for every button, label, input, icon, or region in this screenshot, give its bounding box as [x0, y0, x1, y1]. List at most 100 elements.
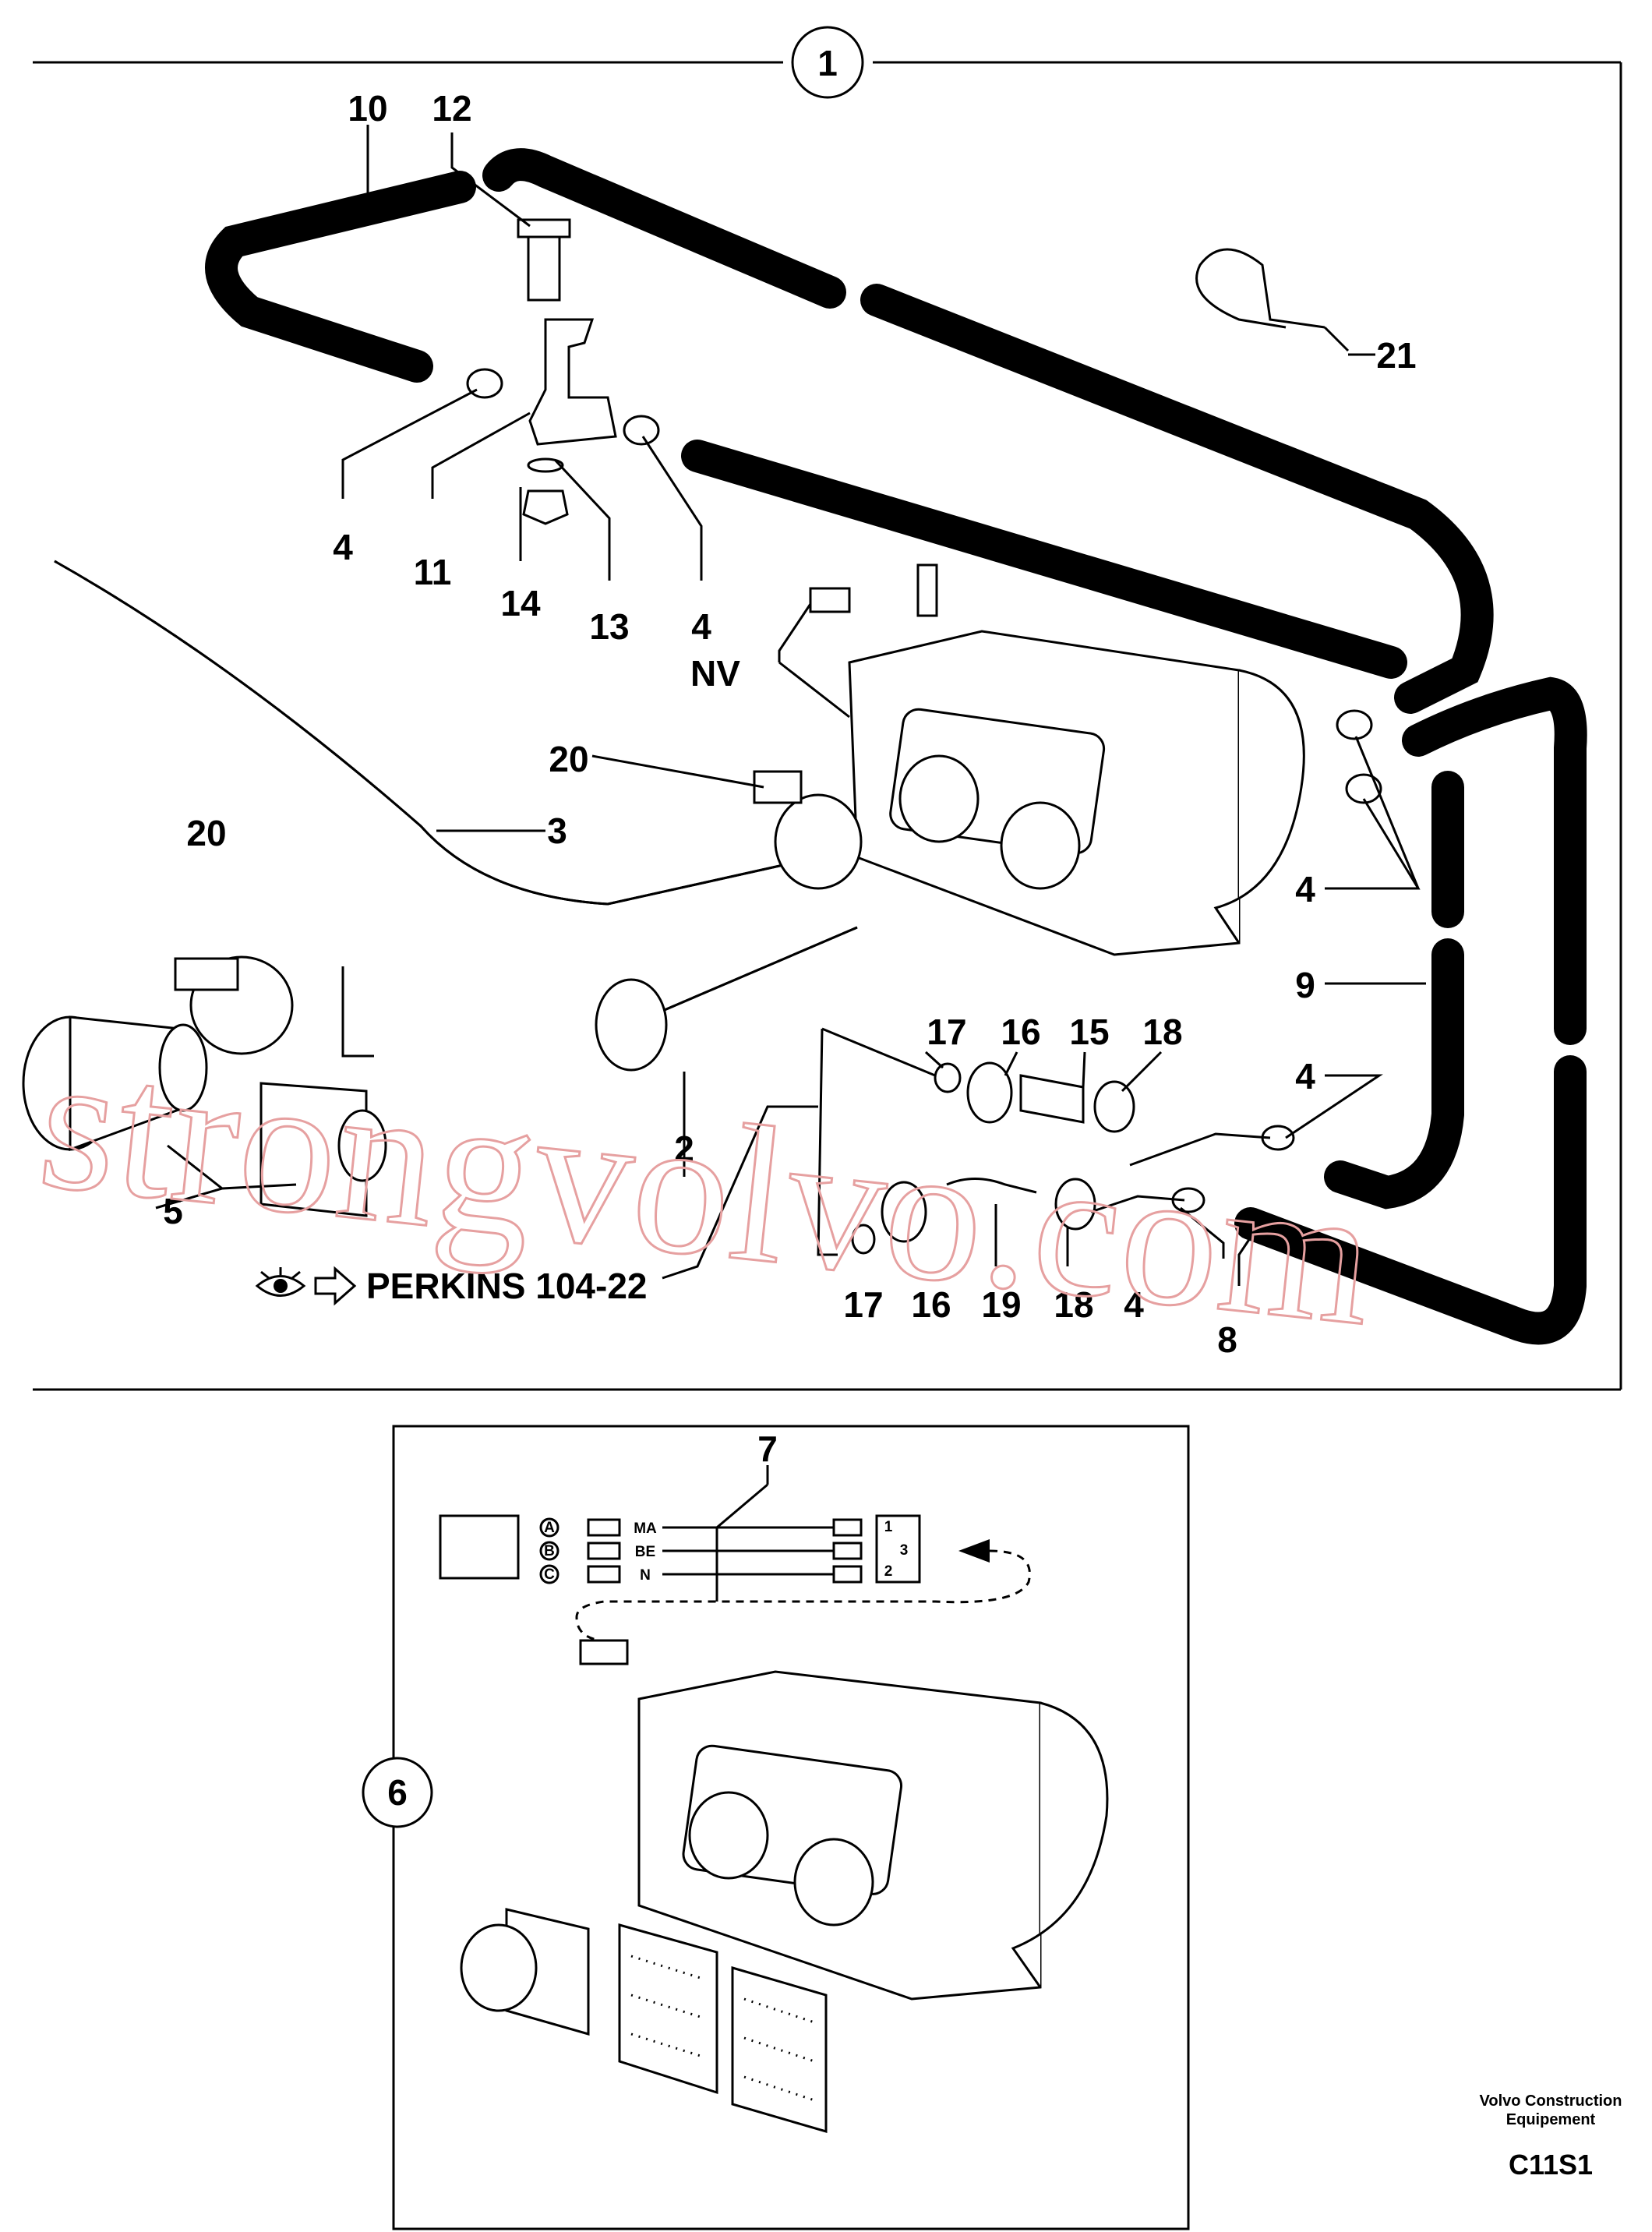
clamp-4e	[466, 368, 503, 399]
hose-8	[1234, 1055, 1587, 1345]
main-frame: 1	[33, 26, 1622, 1391]
clamp-4d	[1345, 773, 1382, 804]
callout-4-e: 4	[1124, 1284, 1144, 1325]
callout-4-d: 4	[1295, 1056, 1315, 1097]
callout-8: 8	[1217, 1319, 1237, 1360]
callout-3: 3	[547, 811, 567, 851]
wire-n: N	[640, 1567, 651, 1584]
heater-unit	[809, 563, 1305, 956]
letter-a: A	[544, 1520, 555, 1536]
hose-10b	[482, 148, 846, 309]
callout-12: 12	[432, 88, 471, 129]
section-6-marker	[362, 1757, 433, 1828]
wire-ma: MA	[634, 1520, 657, 1537]
callout-20-b: 20	[186, 813, 226, 853]
callout-16-a: 16	[1001, 1012, 1040, 1052]
duct-2	[638, 926, 858, 1022]
leader-lines	[155, 125, 1426, 1286]
nut-14	[522, 489, 569, 525]
callout-18-b: 18	[1054, 1284, 1093, 1325]
callout-5: 5	[163, 1191, 183, 1231]
callout-14: 14	[500, 583, 541, 623]
callout-4-b: 4	[691, 606, 711, 647]
hose-right-outer	[1402, 676, 1587, 1045]
callout-17-b: 17	[843, 1284, 883, 1325]
coolant-hoses	[205, 148, 1587, 1345]
callout-21: 21	[1376, 335, 1416, 376]
letter-b: B	[544, 1543, 555, 1559]
callout-7: 7	[757, 1429, 778, 1469]
callout-16-b: 16	[911, 1284, 951, 1325]
callout-13: 13	[589, 606, 629, 647]
vent-grille-1	[618, 1923, 718, 2095]
nut-18	[1093, 1080, 1135, 1133]
watermark: strongvolvo.com	[31, 1012, 1385, 1367]
elbow-19	[946, 1178, 1037, 1194]
callout-4-c: 4	[1295, 869, 1315, 909]
diagram-code: C11S1	[1509, 2149, 1593, 2181]
letter-c: C	[544, 1566, 555, 1583]
callout-9: 9	[1295, 965, 1315, 1005]
arrow-right-icon	[314, 1266, 357, 1306]
hose-9	[1324, 938, 1464, 1210]
switch-connector	[439, 1514, 520, 1580]
callout-15: 15	[1069, 1012, 1109, 1052]
pin-1: 1	[884, 1519, 893, 1535]
callout-nv: NV	[690, 653, 740, 694]
hose-10	[205, 171, 476, 383]
pipe-15	[1019, 1074, 1085, 1124]
dashed-cable	[575, 1549, 1031, 1642]
main-callouts: 10 12 21 4 11 14 13 4 NV 20 3 20 4 9 17 …	[163, 88, 1416, 1360]
callout-18-a: 18	[1142, 1012, 1182, 1052]
callout-19: 19	[981, 1284, 1021, 1325]
wiring-harness: 7 A B C MA BE N 1 2 3	[439, 1429, 1031, 1665]
air-ducts	[54, 560, 863, 1072]
valve-11	[528, 318, 617, 446]
brand-line-2: Equipement	[1506, 2111, 1596, 2128]
clamp-20-lower	[174, 957, 239, 991]
nut-18b	[1054, 1178, 1096, 1231]
hose-long	[860, 284, 1494, 714]
wire-be: BE	[635, 1544, 655, 1560]
air-outlets-5	[22, 955, 387, 1217]
perkins-reference: PERKINS 104-22	[255, 1266, 648, 1306]
callout-20-a: 20	[549, 739, 588, 779]
outlet-square	[259, 1082, 368, 1217]
callout-17-a: 17	[927, 1012, 966, 1052]
pin-2: 2	[884, 1563, 893, 1580]
inset-heater	[637, 1670, 1109, 2001]
callout-10: 10	[348, 88, 387, 129]
section-1-marker	[791, 26, 864, 99]
inset-outlets	[460, 1908, 828, 2133]
inset-frame: 6	[362, 1425, 1190, 2230]
fittings	[466, 368, 1382, 1255]
connector-nv	[809, 587, 851, 613]
callout-6: 6	[387, 1772, 408, 1813]
clip-21	[1195, 248, 1350, 352]
clamp-4c	[1336, 709, 1373, 740]
water-valve	[517, 218, 617, 525]
washer-17b	[851, 1224, 876, 1255]
hose-lower	[681, 440, 1407, 679]
heater-connector	[875, 1514, 921, 1584]
callout-4-a: 4	[333, 527, 353, 567]
vent-grille-2	[731, 1966, 828, 2133]
washer-13	[527, 457, 564, 473]
callout-2: 2	[674, 1128, 694, 1169]
nipple-16	[966, 1061, 1013, 1124]
bolt-12	[527, 228, 561, 302]
callout-11: 11	[414, 552, 452, 592]
clamp-20	[774, 793, 863, 890]
arrow-left-icon	[958, 1539, 990, 1563]
washer-17	[934, 1062, 962, 1093]
perkins-label: PERKINS 104-22	[366, 1266, 648, 1306]
clamp-4f	[623, 415, 660, 446]
brand-line-1: Volvo Construction	[1480, 2092, 1622, 2110]
eye-icon	[255, 1267, 306, 1297]
footer: Volvo Construction Equipement C11S1	[1480, 2092, 1622, 2181]
pin-3: 3	[900, 1542, 909, 1559]
plug	[579, 1639, 629, 1665]
section-1-label: 1	[817, 43, 838, 83]
nipple-16b	[881, 1181, 927, 1243]
